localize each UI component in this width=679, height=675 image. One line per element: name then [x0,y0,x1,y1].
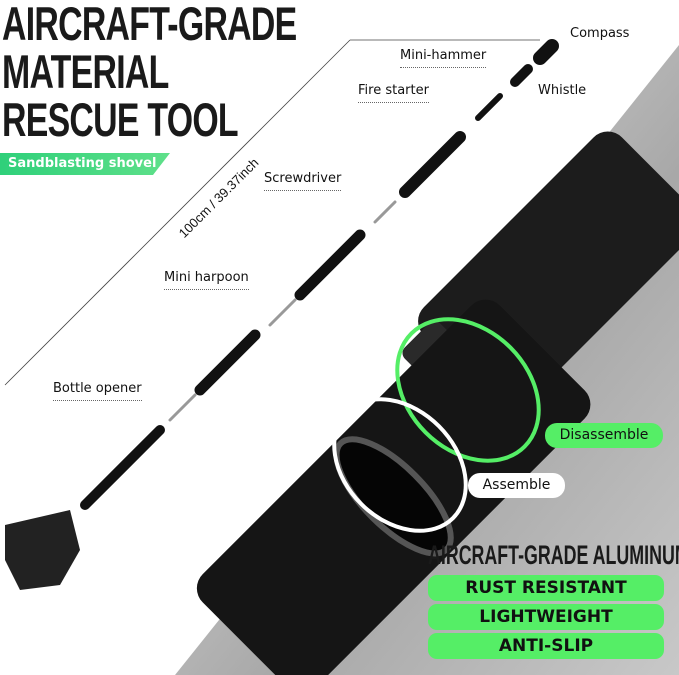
label-compass: Compass [570,26,630,41]
feature-anti-slip: ANTI-SLIP [428,633,664,659]
feature-lightweight: LIGHTWEIGHT [428,604,664,630]
label-mini-hammer: Mini-hammer [400,48,487,68]
label-bottle-opener: Bottle opener [53,381,142,401]
main-title: AIRCRAFT-GRADE MATERIAL RESCUE TOOL [2,0,297,146]
tube-lower [196,299,591,675]
title-line: AIRCRAFT-GRADE [2,0,297,50]
title-line: RESCUE TOOL [2,93,239,146]
dimension-line [4,39,351,386]
label-whistle: Whistle [538,83,587,98]
aluminum-heading: AIRCRAFT-GRADE ALUMINUM [428,540,679,570]
label-fire-starter: Fire starter [358,83,429,103]
assemble-callout: Assemble [468,473,565,498]
disassemble-callout: Disassemble [545,423,663,448]
disassemble-ring [395,317,541,463]
tool-parts [80,39,559,510]
assemble-ring [332,397,468,533]
label-mini-harpoon: Mini harpoon [164,270,249,290]
sandblasting-shovel-tag: Sandblasting shovel [0,153,170,175]
shovel-head [5,510,80,590]
feature-rust-resistant: RUST RESISTANT [428,575,664,601]
title-line: MATERIAL [2,45,169,98]
label-screwdriver: Screwdriver [264,171,342,191]
